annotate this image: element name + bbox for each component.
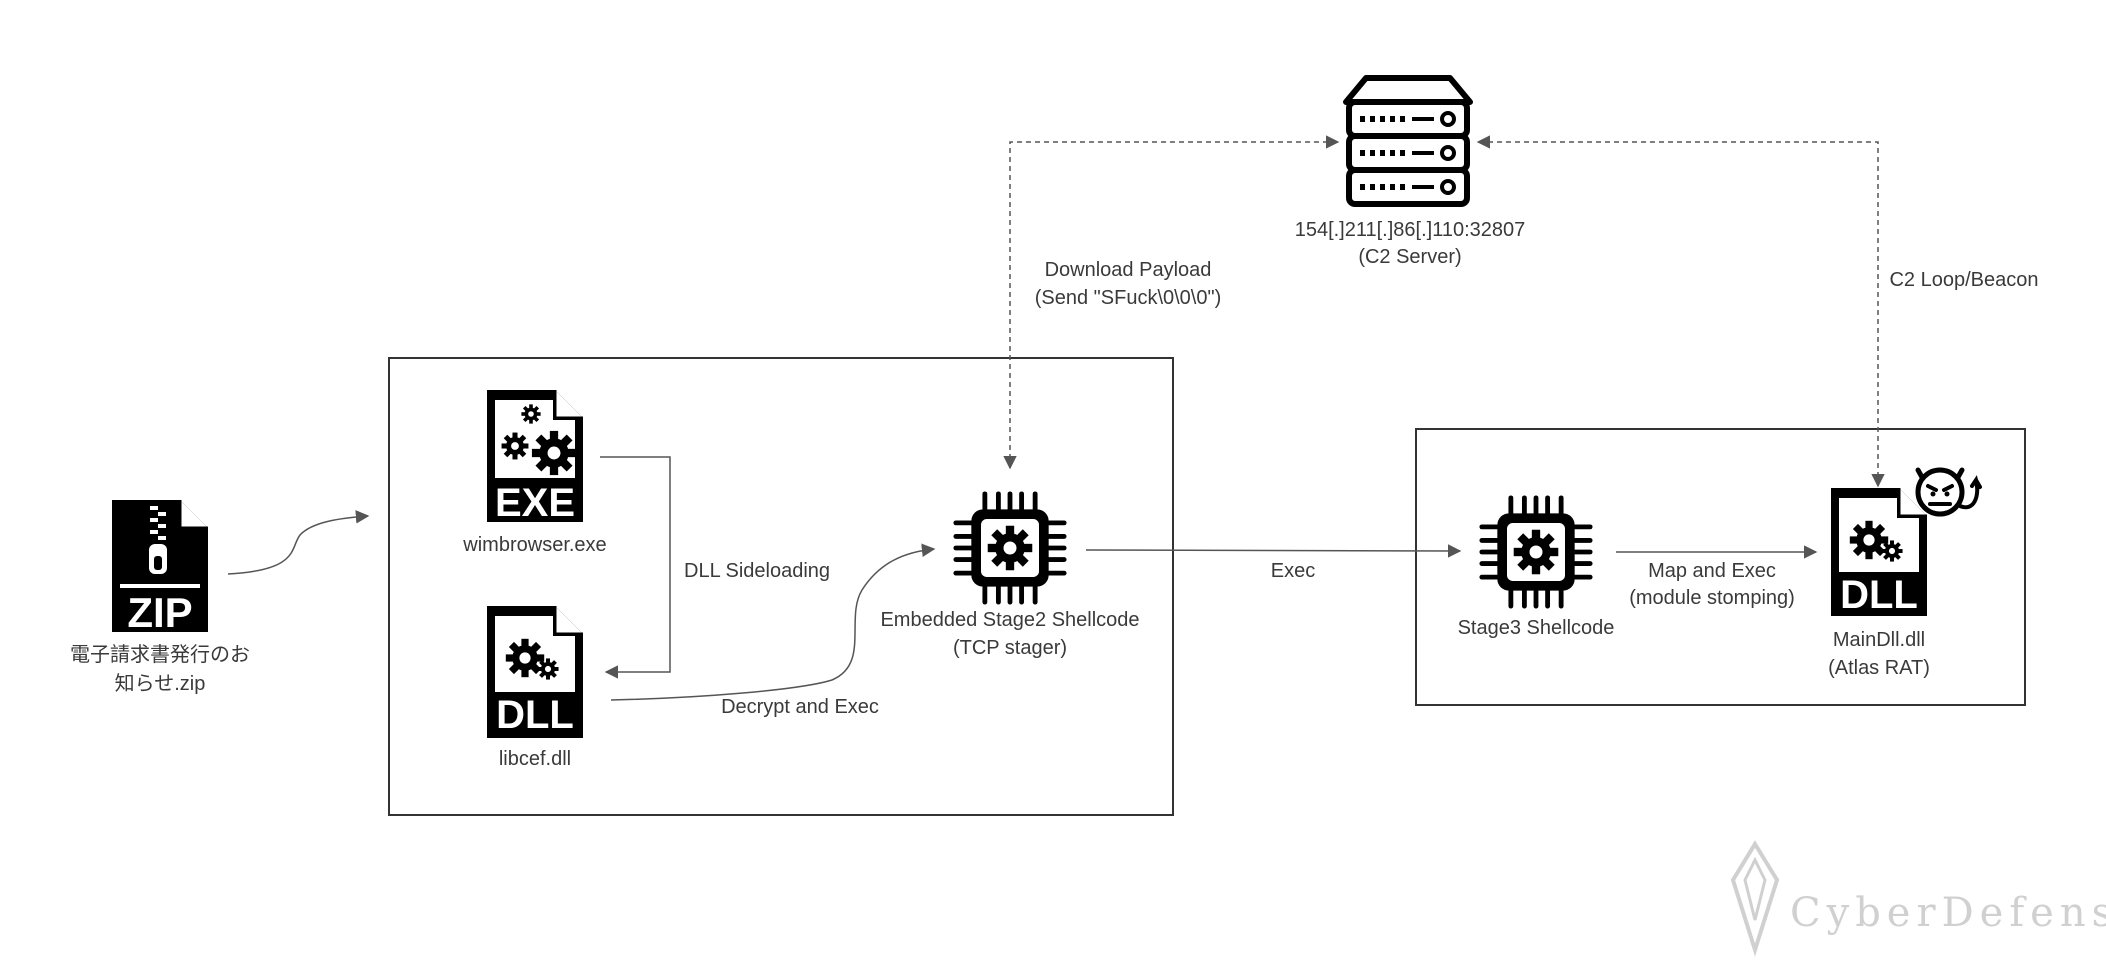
download-payload-label-line2: (Send "SFuck\0\0\0")	[1035, 287, 1222, 309]
cyberdefense-logo-icon	[1730, 840, 1780, 957]
download-payload-arrow	[1003, 135, 1340, 470]
maindll-label-line2: (Atlas RAT)	[1828, 657, 1930, 679]
watermark-text: CyberDefense	[1790, 890, 2106, 936]
exe-file-label: wimbrowser.exe	[462, 534, 606, 556]
c2-beacon-label: C2 Loop/Beacon	[1889, 269, 2038, 291]
exe-file-icon	[487, 390, 583, 522]
download-payload-label-line1: Download Payload	[1045, 259, 1212, 281]
zip-file-label-line2: 知らせ.zip	[115, 672, 206, 695]
c2-server-icon	[1343, 75, 1473, 207]
libcef-dll-file-icon	[487, 606, 583, 738]
devil-face-icon	[1915, 467, 1982, 517]
zip-file-icon	[112, 500, 208, 632]
stage3-chip-icon	[1482, 498, 1590, 606]
zip-to-loader-arrow	[227, 510, 370, 575]
decrypt-and-exec-label: Decrypt and Exec	[721, 696, 879, 718]
exe-badge: EXE	[495, 481, 575, 525]
exec-label: Exec	[1271, 560, 1315, 582]
stage2-label-line1: Embedded Stage2 Shellcode	[880, 609, 1139, 631]
dll-sideloading-arrow	[600, 456, 671, 679]
loader-container-box	[388, 357, 1174, 816]
maindll-file-icon	[1831, 488, 1927, 616]
zip-badge: ZIP	[127, 589, 192, 636]
stage3-label: Stage3 Shellcode	[1458, 617, 1615, 639]
dll-sideloading-label: DLL Sideloading	[684, 560, 830, 582]
zip-file-label-line1: 電子請求書発行のお	[70, 643, 250, 666]
maindll-label-line1: MainDll.dll	[1833, 629, 1925, 651]
c2-server-label-line1: 154[.]211[.]86[.]110:32807	[1295, 219, 1526, 241]
stage2-label-line2: (TCP stager)	[953, 637, 1067, 659]
map-and-exec-label-line2: (module stomping)	[1629, 587, 1795, 609]
libcef-dll-file-label: libcef.dll	[499, 748, 571, 770]
decrypt-and-exec-arrow	[610, 543, 936, 701]
libcef-dll-badge: DLL	[496, 693, 574, 737]
map-and-exec-label-line1: Map and Exec	[1648, 560, 1776, 582]
exec-arrow	[1085, 544, 1462, 558]
maindll-badge: DLL	[1840, 573, 1918, 617]
c2-beacon-arrow	[1476, 135, 1885, 488]
stage2-chip-icon	[956, 494, 1064, 602]
c2-server-label-line2: (C2 Server)	[1358, 246, 1461, 268]
